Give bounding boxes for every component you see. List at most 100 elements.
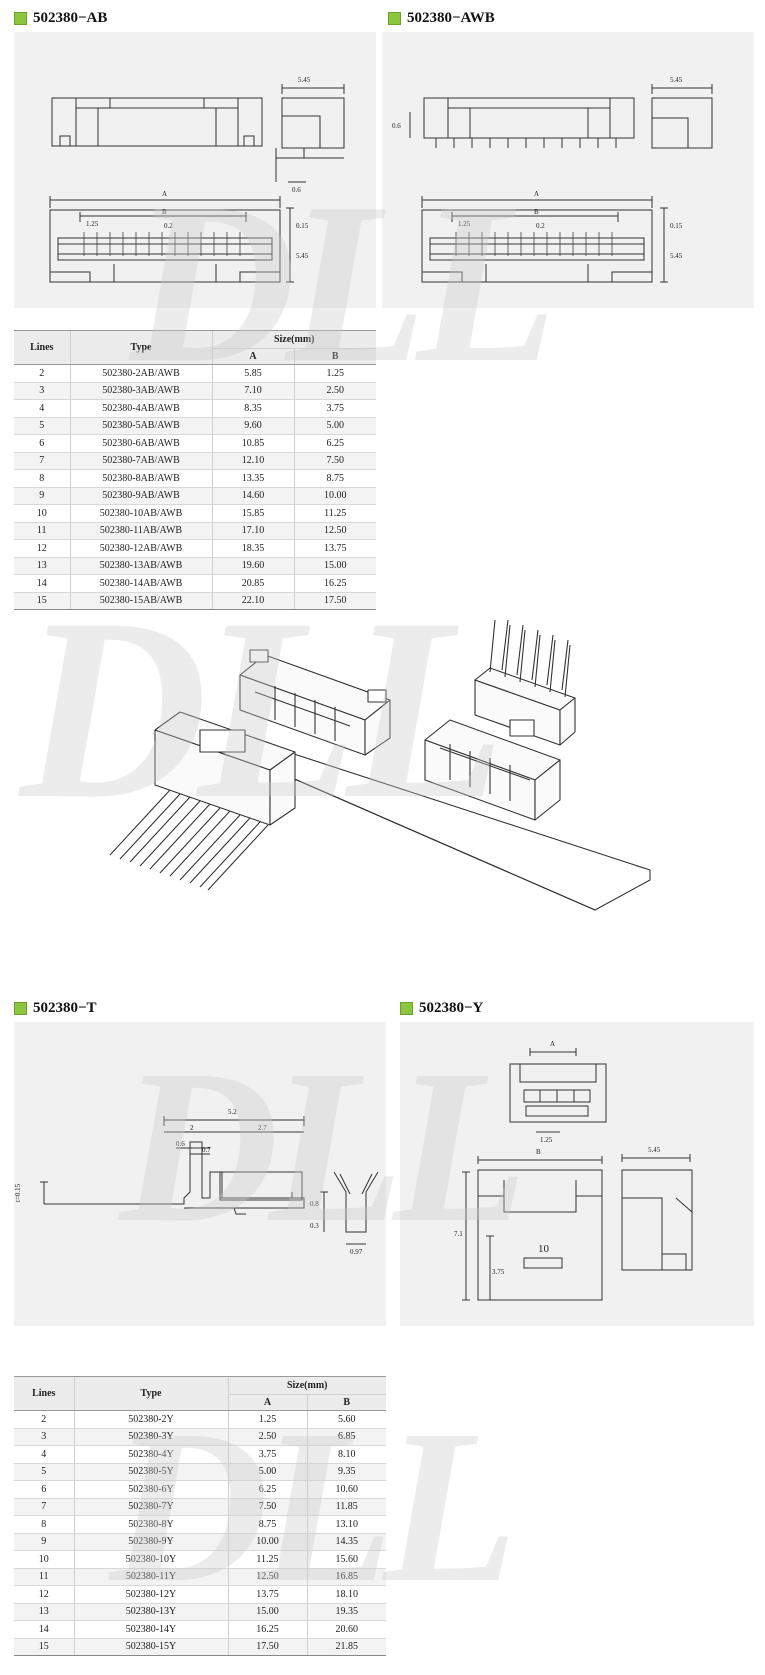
drawing-ab: 5.45 0.6 A B 1.25 0.2 0.15 5.45 <box>49 76 345 283</box>
dim-ab-height: 5.45 <box>296 252 309 260</box>
cell-lines: 10 <box>14 1550 74 1569</box>
cell-lines: 11 <box>14 522 70 540</box>
dim-t-27: 2.7 <box>258 1124 267 1132</box>
cell-b: 11.85 <box>306 1498 386 1516</box>
header-a: A <box>227 1394 307 1411</box>
dim-ab-width: 5.45 <box>298 76 311 84</box>
connector-3d-illustration <box>109 620 651 911</box>
cell-a: 13.35 <box>211 469 294 488</box>
dim-y-a: A <box>550 1040 555 1048</box>
cell-lines: 6 <box>14 434 70 453</box>
dim-t-07: 0.7 <box>202 1146 211 1154</box>
cell-type: 502380-6AB/AWB <box>69 434 212 453</box>
cell-lines: 7 <box>14 1498 74 1516</box>
drawing-panel-t: 5.2 2 2.7 0.6 0.7 t=0.15 0.8 0.3 0.97 <box>14 1022 386 1326</box>
cell-lines: 13 <box>14 1603 74 1621</box>
dim-y-width: 5.45 <box>648 1146 661 1154</box>
cell-type: 502380-14Y <box>73 1620 228 1639</box>
dim-t-06: 0.6 <box>176 1140 185 1148</box>
section-title-y-text: 502380−Y <box>419 1000 484 1016</box>
cell-type: 502380-11AB/AWB <box>69 522 212 540</box>
cell-b: 6.85 <box>306 1428 386 1446</box>
dim-awb-width: 5.45 <box>670 76 683 84</box>
cell-lines: 4 <box>14 1445 74 1464</box>
cell-lines: 5 <box>14 1463 74 1481</box>
cell-a: 10.85 <box>211 434 294 453</box>
cell-lines: 5 <box>14 417 70 435</box>
header-lines: Lines <box>14 330 70 365</box>
dim-y-height: 7.1 <box>454 1230 463 1238</box>
dim-y-b: B <box>536 1148 541 1156</box>
drawing-panel-y: A 1.25 B 5.45 7.1 3.75 10 <box>400 1022 754 1326</box>
dim-t-03: 0.3 <box>310 1222 319 1230</box>
cell-type: 502380-11Y <box>73 1568 228 1586</box>
green-square-icon <box>14 1002 27 1015</box>
dim-t-length: 5.2 <box>228 1108 237 1116</box>
cell-b: 8.75 <box>293 469 376 488</box>
cell-lines: 3 <box>14 382 70 400</box>
cell-b: 10.60 <box>306 1480 386 1499</box>
cell-b: 10.00 <box>293 487 376 505</box>
cell-b: 5.00 <box>293 417 376 435</box>
cell-type: 502380-5AB/AWB <box>69 417 212 435</box>
header-size: Size(mm) <box>227 1376 386 1395</box>
cell-a: 5.00 <box>227 1463 307 1481</box>
dim-ab-offset: 0.15 <box>296 222 309 230</box>
cell-lines: 4 <box>14 399 70 418</box>
cell-type: 502380-9Y <box>73 1533 228 1551</box>
cell-a: 2.50 <box>227 1428 307 1446</box>
dim-awb-offset: 0.15 <box>670 222 683 230</box>
cell-type: 502380-4Y <box>73 1445 228 1464</box>
cell-type: 502380-6Y <box>73 1480 228 1499</box>
cell-b: 17.50 <box>293 592 376 610</box>
dim-y-mark: 10 <box>538 1243 550 1255</box>
cell-a: 12.10 <box>211 452 294 470</box>
dim-awb-b: B <box>534 208 539 216</box>
cell-a: 18.35 <box>211 539 294 558</box>
cell-a: 14.60 <box>211 487 294 505</box>
cell-lines: 13 <box>14 557 70 575</box>
section-title-ab-text: 502380−AB <box>33 10 108 26</box>
dim-ab-pitch: 1.25 <box>86 220 99 228</box>
dim-ab-a: A <box>162 190 167 198</box>
cell-lines: 8 <box>14 469 70 488</box>
cell-b: 21.85 <box>306 1638 386 1656</box>
cell-b: 20.60 <box>306 1620 386 1639</box>
cell-type: 502380-14AB/AWB <box>69 574 212 593</box>
cell-a: 17.50 <box>227 1638 307 1656</box>
dim-awb-height: 5.45 <box>670 252 683 260</box>
dim-ab-gap: 0.2 <box>164 222 173 230</box>
green-square-icon <box>400 1002 413 1015</box>
cell-type: 502380-13Y <box>73 1603 228 1621</box>
section-title-y: 502380−Y <box>400 1000 483 1017</box>
cell-a: 12.50 <box>227 1568 307 1586</box>
cell-b: 7.50 <box>293 452 376 470</box>
cell-b: 11.25 <box>293 504 376 523</box>
cell-type: 502380-15AB/AWB <box>69 592 212 610</box>
header-size: Size(mm) <box>211 330 376 349</box>
cell-b: 16.25 <box>293 574 376 593</box>
dim-awb-pin: 0.6 <box>392 122 401 130</box>
cell-type: 502380-7Y <box>73 1498 228 1516</box>
header-b: B <box>293 348 376 365</box>
cell-lines: 6 <box>14 1480 74 1499</box>
drawing-awb: 5.45 0.6 A B 1.25 0.2 0.15 5.45 <box>392 76 713 283</box>
cell-b: 15.60 <box>306 1550 386 1569</box>
cell-lines: 14 <box>14 1620 74 1639</box>
cell-b: 16.85 <box>306 1568 386 1586</box>
cell-lines: 11 <box>14 1568 74 1586</box>
cell-a: 15.00 <box>227 1603 307 1621</box>
